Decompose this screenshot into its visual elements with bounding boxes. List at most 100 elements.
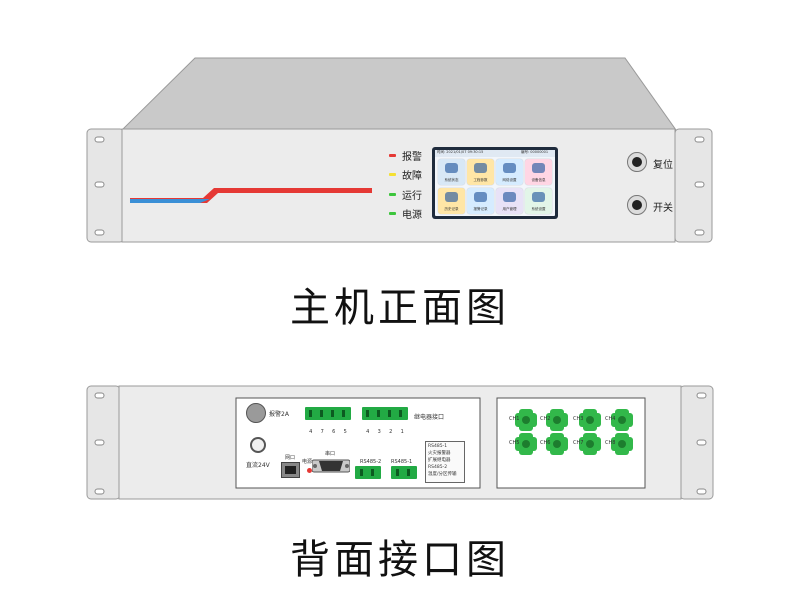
- power-led-icon: [307, 468, 312, 473]
- pin-label: 6: [332, 429, 336, 435]
- rs485-2-label: RS485-2: [360, 459, 382, 465]
- screen-tile[interactable]: 系统设置: [525, 188, 552, 214]
- fiber-port-icon[interactable]: [611, 409, 633, 431]
- rs485-1-label: RS485-1: [391, 459, 413, 465]
- mount-hole: [94, 392, 105, 399]
- relay-connector-icon[interactable]: [246, 403, 266, 423]
- terminal-block-a[interactable]: [305, 407, 351, 420]
- fault-led-icon: [389, 173, 396, 176]
- settings-icon: [532, 192, 545, 202]
- mount-hole: [696, 392, 707, 399]
- serial-label: 串口: [325, 451, 336, 457]
- indicator-label: 故障: [402, 171, 422, 182]
- mount-hole: [694, 136, 705, 143]
- note-line: RS485-1: [428, 444, 448, 449]
- fiber-port-label: CH6: [540, 440, 551, 446]
- serial-port-icon[interactable]: [312, 456, 350, 476]
- fiber-port-label: CH5: [509, 440, 520, 446]
- port-note-box: RS485-1 火灾报警器 扩展继电器 RS485-2 温度/分区传输: [425, 441, 465, 483]
- pin-label: 2: [389, 429, 393, 435]
- mount-hole: [94, 229, 105, 236]
- indicator-label: 报警: [402, 152, 422, 163]
- fiber-port-label: CH7: [573, 440, 584, 446]
- screen-tile[interactable]: 网络设置: [496, 159, 523, 185]
- fiber-port-label: CH1: [509, 416, 520, 422]
- mount-hole: [94, 439, 105, 446]
- tile-label: 系统设置: [531, 207, 546, 211]
- note-line: 温度/分区传输: [428, 472, 457, 477]
- terminal-pins-b: 4 3 2 1: [362, 429, 408, 435]
- dc-power-jack-icon[interactable]: [250, 437, 266, 453]
- mount-hole: [694, 229, 705, 236]
- tile-label: 历史记录: [444, 207, 459, 211]
- power-led-icon: [389, 212, 396, 215]
- power-label: 开关: [653, 203, 673, 214]
- mount-hole: [694, 181, 705, 188]
- status-icon: [445, 163, 458, 173]
- screen-tile[interactable]: 报警记录: [467, 188, 494, 214]
- fiber-port-icon[interactable]: [515, 409, 537, 431]
- note-line: 扩展继电器: [428, 458, 451, 463]
- fiber-port-icon[interactable]: [546, 409, 568, 431]
- mount-hole: [696, 488, 707, 495]
- power-knob-icon[interactable]: [627, 195, 647, 215]
- network-icon: [503, 163, 516, 173]
- terminal-pins-a: 4 7 6 5: [305, 429, 351, 435]
- ethernet-port-icon[interactable]: [281, 462, 300, 478]
- tile-label: 工程参数: [473, 178, 488, 182]
- mount-hole: [94, 181, 105, 188]
- fiber-port-icon[interactable]: [546, 433, 568, 455]
- screen-tile[interactable]: 用户管理: [496, 188, 523, 214]
- alarm-led-icon: [389, 154, 396, 157]
- front-chassis-drawing: [86, 57, 713, 243]
- screen-time: 时间: 2021/01/07 09:30:15: [437, 150, 484, 154]
- fiber-port-label: CH8: [605, 440, 616, 446]
- front-caption: 主机正面图: [290, 285, 510, 331]
- note-line: RS485-2: [428, 465, 448, 470]
- fiber-port-icon[interactable]: [579, 433, 601, 455]
- pin-label: 7: [320, 429, 324, 435]
- fiber-port-label: CH4: [605, 416, 616, 422]
- tile-label: 设备信息: [531, 178, 546, 182]
- network-label: 网口: [285, 455, 296, 461]
- params-icon: [474, 163, 487, 173]
- screen-tile[interactable]: 工程参数: [467, 159, 494, 185]
- screen-id: 编号: 00000001: [521, 150, 549, 154]
- fiber-port-icon[interactable]: [579, 409, 601, 431]
- terminal-block-b[interactable]: [362, 407, 408, 420]
- pin-label: 4: [309, 429, 313, 435]
- indicator-label: 电源: [402, 210, 422, 221]
- user-icon: [503, 192, 516, 202]
- front-panel: [121, 128, 676, 243]
- back-caption: 背面接口图: [290, 537, 510, 583]
- rs485-1-terminal[interactable]: [391, 466, 417, 479]
- fiber-port-icon[interactable]: [515, 433, 537, 455]
- power-led-label: 电源: [302, 459, 313, 465]
- relay-label: 报警2A: [269, 411, 289, 418]
- alarm-log-icon: [474, 192, 487, 202]
- screen-tile[interactable]: 系统状态: [438, 159, 465, 185]
- fiber-port-icon[interactable]: [611, 433, 633, 455]
- indicator-label: 运行: [402, 191, 422, 202]
- device-info-icon: [532, 163, 545, 173]
- blue-stripe: [130, 199, 210, 203]
- screen-tile[interactable]: 设备信息: [525, 159, 552, 185]
- mount-hole: [94, 136, 105, 143]
- rs485-2-terminal[interactable]: [355, 466, 381, 479]
- touchscreen[interactable]: 时间: 2021/01/07 09:30:15 编号: 00000001 系统状…: [432, 147, 558, 219]
- fiber-port-label: CH2: [540, 416, 551, 422]
- mount-hole: [94, 488, 105, 495]
- reset-knob-icon[interactable]: [627, 152, 647, 172]
- pin-label: 1: [400, 429, 404, 435]
- tile-label: 网络设置: [502, 178, 517, 182]
- power-input-label: 直流24V: [246, 462, 270, 469]
- tile-label: 用户管理: [502, 207, 517, 211]
- pin-label: 4: [366, 429, 370, 435]
- screen-display: 时间: 2021/01/07 09:30:15 编号: 00000001 系统状…: [435, 150, 555, 216]
- screen-tile[interactable]: 历史记录: [438, 188, 465, 214]
- tile-label: 系统状态: [444, 178, 459, 182]
- mount-hole: [696, 439, 707, 446]
- terminals-label: 继电器接口: [414, 414, 445, 421]
- note-line: 火灾报警器: [428, 451, 451, 456]
